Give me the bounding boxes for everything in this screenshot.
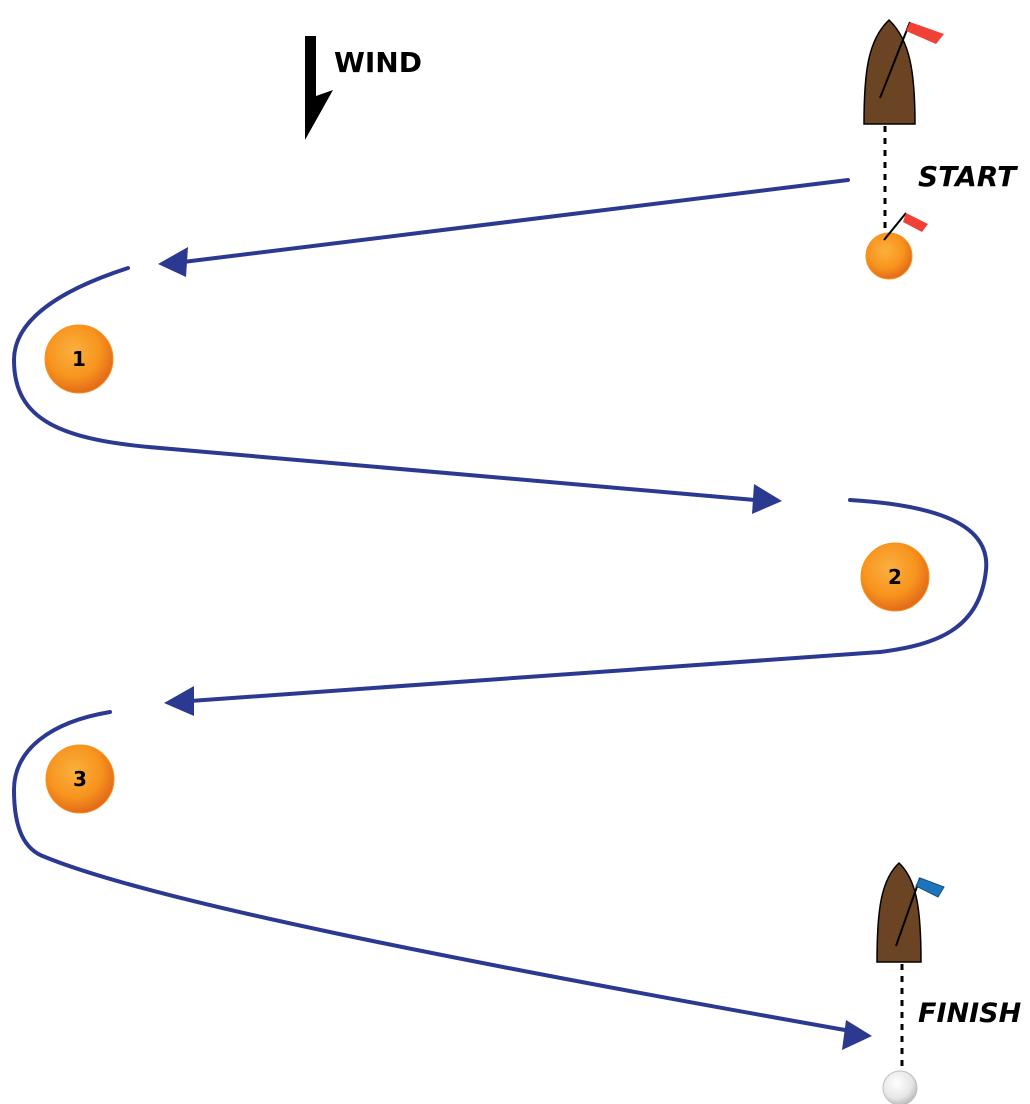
course-leg-4 xyxy=(12,710,872,1050)
arrowhead-icon xyxy=(842,1020,872,1050)
arrowhead-icon xyxy=(752,484,782,514)
start-pin-buoy xyxy=(865,212,928,280)
start-pin-flag-icon xyxy=(903,213,928,232)
mark-2: 2 xyxy=(860,542,930,612)
start-label: START xyxy=(918,160,1018,193)
arrowhead-icon xyxy=(164,686,194,716)
mark-buoy-icon xyxy=(860,542,930,612)
mark-1: 1 xyxy=(44,324,114,394)
mark-2-number: 2 xyxy=(888,565,902,589)
start-buoy-icon xyxy=(865,232,913,280)
mark-3: 3 xyxy=(45,744,115,814)
boat-hull-icon xyxy=(876,861,922,963)
finish-committee-boat xyxy=(876,861,945,963)
buoy-flag-pole-icon xyxy=(883,212,907,241)
finish-flag-icon xyxy=(915,877,945,898)
course-leg-1 xyxy=(158,178,850,277)
flag-pole-icon xyxy=(895,877,921,947)
mark-buoy-icon xyxy=(45,744,115,814)
mark-1-number: 1 xyxy=(72,347,86,371)
start-flag-icon xyxy=(906,22,944,44)
wind-label: WIND xyxy=(334,46,422,79)
mark-buoy-icon xyxy=(44,324,114,394)
wind-arrow-icon xyxy=(305,36,333,140)
start-committee-boat xyxy=(863,18,944,125)
finish-buoy-icon xyxy=(882,1070,918,1104)
course-leg-3 xyxy=(164,498,989,716)
flag-pole-icon xyxy=(879,21,911,99)
mark-3-number: 3 xyxy=(73,767,87,791)
finish-label: FINISH xyxy=(918,998,1022,1029)
course-leg-2 xyxy=(12,266,782,514)
wind-indicator: WIND xyxy=(305,36,422,140)
arrowhead-icon xyxy=(158,247,188,277)
